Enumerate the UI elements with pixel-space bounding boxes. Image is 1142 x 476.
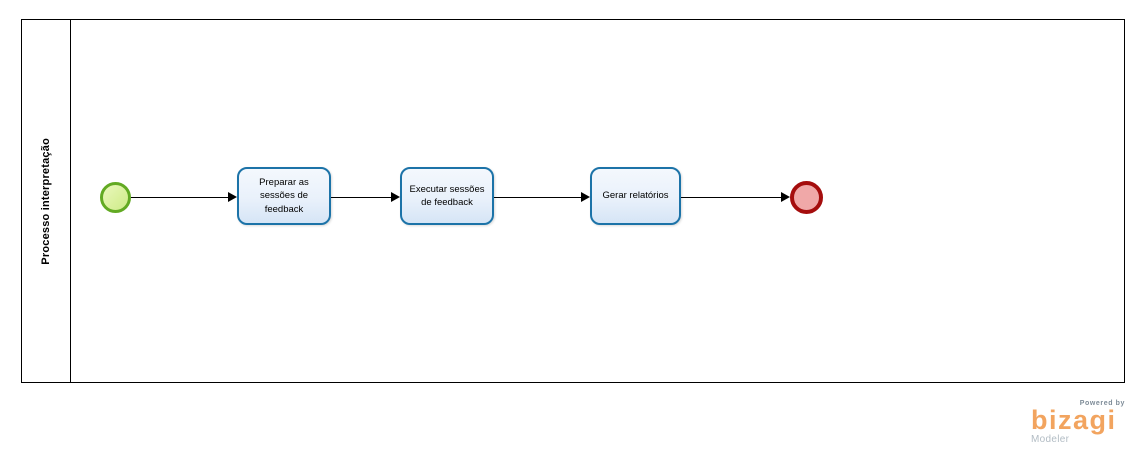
powered-by-label: Powered by	[1079, 400, 1125, 407]
end-event	[790, 181, 823, 214]
sequence-flow-4	[681, 196, 781, 198]
task-gerar-relatorios: Gerar relatórios	[590, 167, 681, 225]
sequence-flow-4-arrowhead-icon	[781, 191, 790, 202]
modeler-label: Modeler	[1031, 434, 1070, 445]
bizagi-watermark: Powered by bizagi Modeler	[1031, 400, 1127, 445]
sequence-flow-3-arrowhead-icon	[581, 191, 590, 202]
task-preparar-sessoes-feedback: Preparar as sessões de feedback	[237, 167, 331, 225]
lane-header: Processo interpretação	[22, 20, 71, 382]
sequence-flow-1-arrowhead-icon	[228, 191, 237, 202]
bpmn-pool: Processo interpretação	[21, 19, 1125, 383]
sequence-flow-1	[131, 196, 228, 198]
task-executar-sessoes-feedback: Executar sessões de feedback	[400, 167, 494, 225]
sequence-flow-2	[331, 196, 391, 198]
sequence-flow-2-arrowhead-icon	[391, 191, 400, 202]
bizagi-logo: bizagi	[1031, 405, 1117, 435]
start-event	[100, 182, 131, 213]
lane-label: Processo interpretação	[40, 137, 52, 265]
sequence-flow-3	[494, 196, 581, 198]
